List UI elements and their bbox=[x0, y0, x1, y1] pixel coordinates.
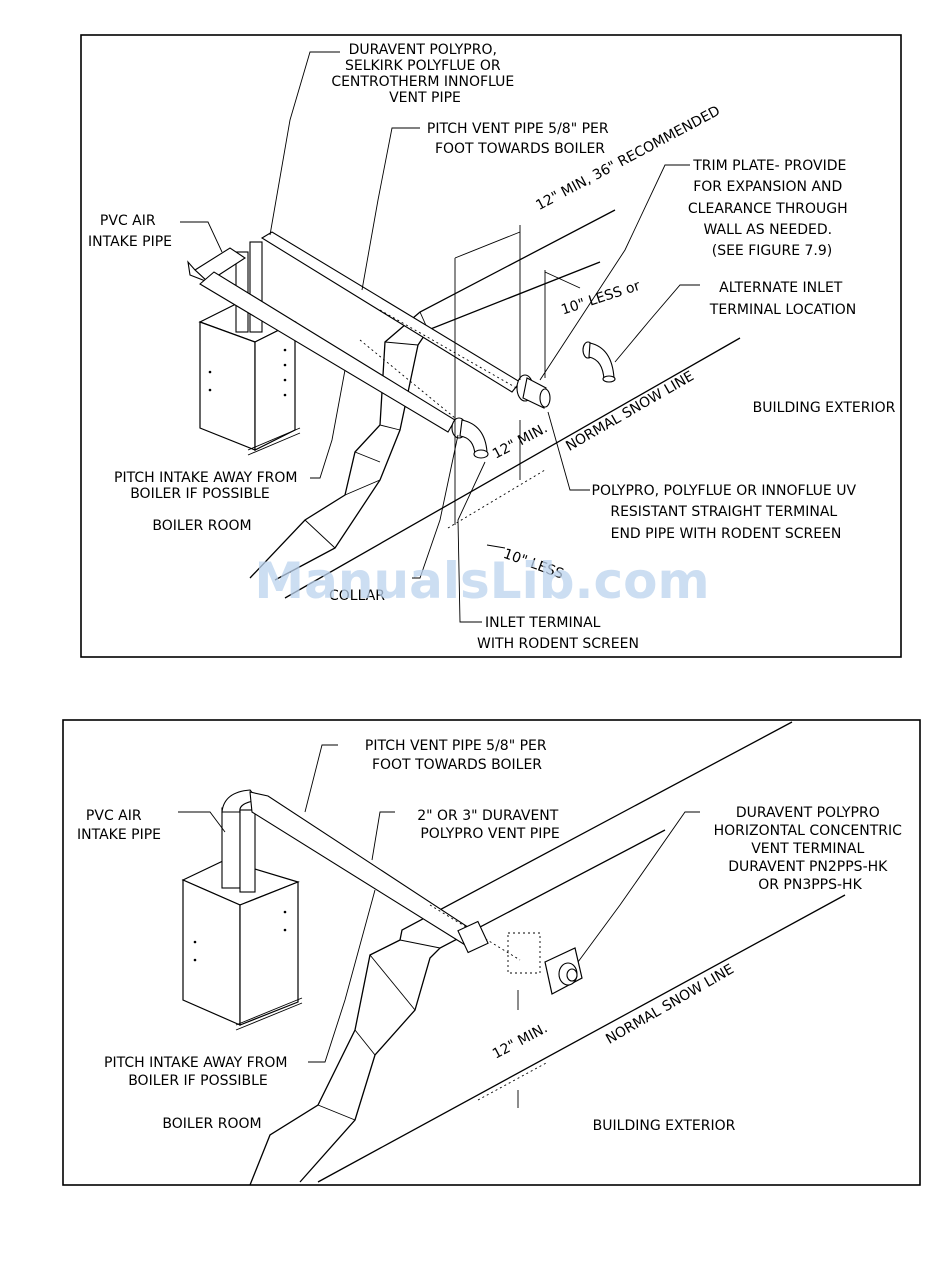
bottom-diagram: PITCH VENT PIPE 5/8" PER FOOT TOWARDS BO… bbox=[62, 719, 921, 1186]
bottom-wall bbox=[249, 721, 793, 1186]
top-polypro-terminal-label: POLYPRO, POLYFLUE OR INNOFLUE UV RESISTA… bbox=[592, 483, 861, 542]
top-building-exterior: BUILDING EXTERIOR bbox=[753, 400, 896, 416]
bottom-pitch-vent-label: PITCH VENT PIPE 5/8" PER FOOT TOWARDS BO… bbox=[365, 738, 551, 773]
bottom-snow-line-label: NORMAL SNOW LINE bbox=[603, 961, 737, 1047]
top-trim-plate-label: TRIM PLATE- PROVIDE FOR EXPANSION AND CL… bbox=[688, 158, 852, 259]
watermark: ManualsLib.com bbox=[254, 552, 709, 610]
bottom-boiler-room: BOILER ROOM bbox=[162, 1116, 261, 1132]
top-leaders bbox=[180, 51, 700, 623]
top-collar-label: COLLAR bbox=[329, 588, 385, 604]
top-alternate-inlet-label: ALTERNATE INLET TERMINAL LOCATION bbox=[709, 280, 856, 318]
top-pipes bbox=[187, 231, 616, 459]
bottom-leaders bbox=[178, 744, 700, 1063]
top-diagram: DURAVENT POLYPRO, SELKIRK POLYFLUE OR CE… bbox=[80, 34, 902, 658]
bottom-pvc-label: PVC AIR INTAKE PIPE bbox=[77, 808, 161, 843]
bottom-pitch-intake-label: PITCH INTAKE AWAY FROM BOILER IF POSSIBL… bbox=[104, 1055, 292, 1089]
top-snow-line-label: NORMAL SNOW LINE bbox=[563, 368, 697, 454]
top-boiler-room: BOILER ROOM bbox=[152, 518, 251, 534]
bottom-snow-line bbox=[317, 894, 846, 1183]
top-wall bbox=[249, 209, 616, 581]
bottom-concentric-label: DURAVENT POLYPRO HORIZONTAL CONCENTRIC V… bbox=[714, 805, 907, 893]
top-vent-pipe-label: DURAVENT POLYPRO, SELKIRK POLYFLUE OR CE… bbox=[331, 42, 518, 106]
top-snow-line bbox=[284, 337, 741, 599]
bottom-building-exterior: BUILDING EXTERIOR bbox=[593, 1118, 736, 1134]
top-pitch-vent-label: PITCH VENT PIPE 5/8" PER FOOT TOWARDS BO… bbox=[427, 121, 613, 157]
bottom-vent-pipe-label: 2" OR 3" DURAVENT POLYPRO VENT PIPE bbox=[417, 808, 563, 842]
top-frame bbox=[80, 34, 902, 658]
top-pvc-label: PVC AIR INTAKE PIPE bbox=[88, 213, 172, 250]
top-pitch-intake-label: PITCH INTAKE AWAY FROM BOILER IF POSSIBL… bbox=[114, 470, 302, 502]
top-dimensions bbox=[454, 225, 581, 549]
bottom-pipes bbox=[221, 789, 583, 995]
bottom-twelve-min: 12" MIN. bbox=[490, 1020, 550, 1062]
top-inlet-terminal-label: INLET TERMINAL WITH RODENT SCREEN bbox=[477, 615, 639, 652]
bottom-frame bbox=[62, 719, 921, 1186]
top-boiler bbox=[198, 301, 301, 456]
